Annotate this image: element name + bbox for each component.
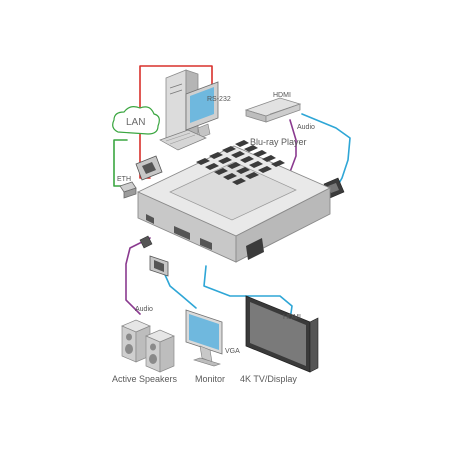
computer-icon: [159, 69, 219, 151]
audio-output-cable: [125, 237, 151, 315]
vga-plug-icon: [149, 255, 169, 277]
rs232-label: RS-232: [207, 96, 231, 103]
audio-jack-icon: [139, 235, 153, 249]
bluray-label: Blu-ray Player: [250, 137, 307, 147]
audio-input-label: Audio: [297, 124, 315, 131]
lan-label: LAN: [126, 117, 146, 128]
hdmi-output-cable: [203, 265, 293, 321]
lan-cloud-icon: [112, 106, 160, 135]
lan-cable: [113, 139, 128, 187]
hdmi-output-label: HDMI: [283, 314, 301, 321]
tv-display-icon: [245, 295, 319, 373]
eth-jack-icon: [119, 181, 137, 199]
keypad-buttons: [196, 140, 285, 185]
speakers-label: Active Speakers: [112, 374, 178, 384]
monitor-icon: [185, 309, 223, 367]
bluray-player-icon: [244, 97, 302, 123]
vga-label: VGA: [225, 348, 240, 355]
eth-label: ETH: [117, 176, 131, 183]
tv-label: 4K TV/Display: [240, 374, 297, 384]
hdmi-input-label: HDMI: [273, 92, 291, 99]
speakers-icon: [121, 319, 175, 373]
controller-device-icon: [136, 140, 332, 263]
audio-output-label: Audio: [135, 306, 153, 313]
vga-output-cable: [161, 267, 197, 309]
hdmi-input-cable: [301, 113, 351, 193]
rs232-plug-icon: [135, 155, 163, 181]
monitor-label: Monitor: [195, 374, 226, 384]
